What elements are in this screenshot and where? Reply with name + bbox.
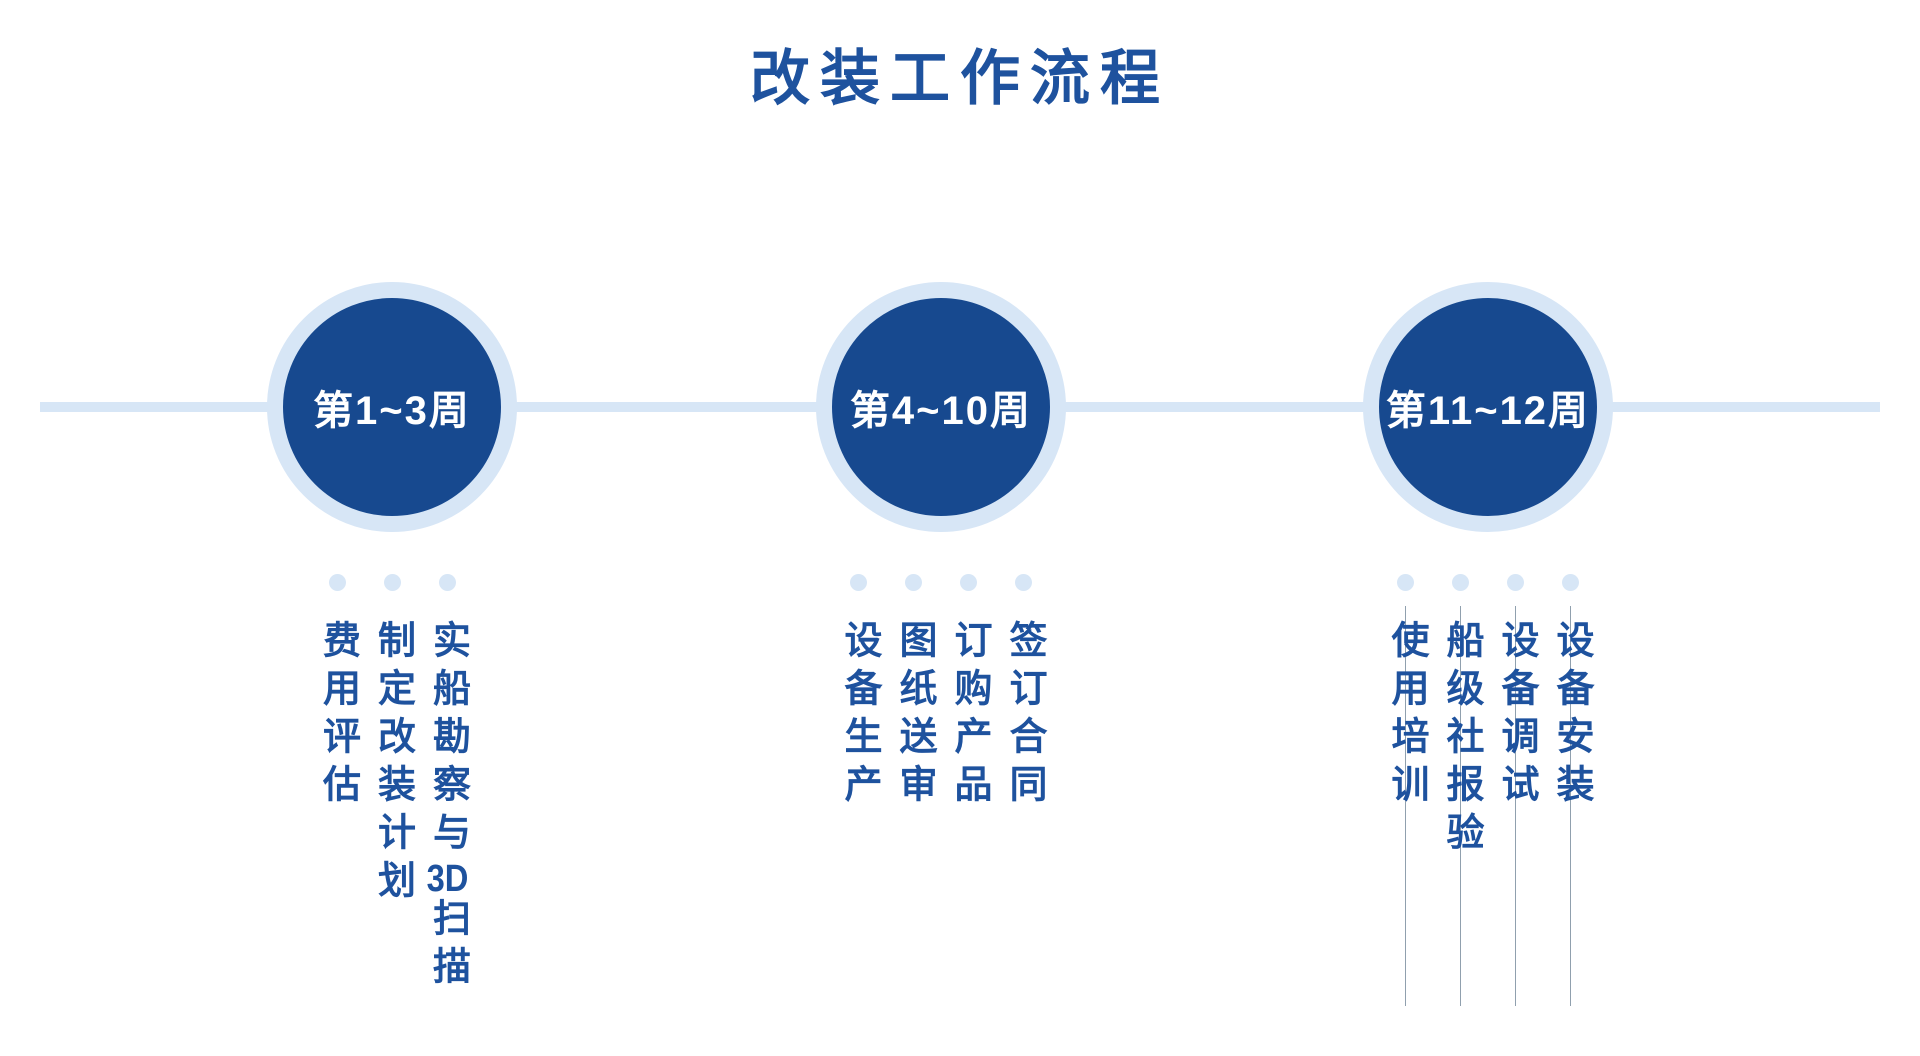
milestone-dot — [1015, 574, 1032, 591]
milestone-group: 第1~3周 实船勘察与3D扫描制定改装计划费用评估 — [242, 282, 542, 1020]
milestone-group: 第4~10周 签订合同订购产品图纸送审设备生产 — [791, 282, 1091, 1020]
milestone-dot — [1452, 574, 1469, 591]
milestone-week-label: 第4~10周 — [849, 389, 1033, 433]
milestone-dot — [328, 574, 346, 591]
milestone-dot — [1562, 574, 1579, 591]
task-label: 实船勘察与3D扫描 — [426, 620, 469, 994]
task-label: 设备安装 — [1543, 606, 1598, 1006]
milestone-dots — [850, 574, 1032, 591]
milestone-dot — [1507, 574, 1524, 591]
task-label: 设备调试 — [1488, 606, 1543, 1006]
milestone-circle: 第4~10周 — [816, 282, 1066, 532]
task-label: 制定改装计划 — [371, 620, 414, 908]
task-label: 图纸送审 — [893, 620, 935, 812]
page-title: 改装工作流程 — [750, 45, 1170, 112]
milestone-tasks: 设备安装设备调试船级社报验使用培训 — [1378, 606, 1598, 1006]
milestone-week-label: 第1~3周 — [313, 389, 471, 433]
milestone-circle: 第1~3周 — [267, 282, 517, 532]
milestone-tasks: 签订合同订购产品图纸送审设备生产 — [831, 620, 1051, 1020]
milestone-dot — [960, 574, 977, 591]
milestone-dot — [905, 574, 922, 591]
task-label: 船级社报验 — [1433, 606, 1488, 1006]
milestone-dot — [438, 574, 456, 591]
task-label: 订购产品 — [948, 620, 990, 812]
task-label: 使用培训 — [1378, 606, 1433, 1006]
task-label: 费用评估 — [316, 620, 359, 812]
task-label: 签订合同 — [1003, 620, 1045, 812]
milestone-dots — [328, 574, 456, 591]
task-label: 设备生产 — [838, 620, 880, 812]
latin-run: 3D — [426, 860, 469, 898]
milestone-circle: 第11~12周 — [1363, 282, 1613, 532]
milestone-tasks: 实船勘察与3D扫描制定改装计划费用评估 — [310, 620, 475, 1020]
milestone-group: 第11~12周 设备安装设备调试船级社报验使用培训 — [1338, 282, 1638, 1006]
milestone-dot — [850, 574, 867, 591]
milestone-dot — [1397, 574, 1414, 591]
milestone-dots — [1397, 574, 1579, 591]
milestone-week-label: 第11~12周 — [1385, 389, 1591, 433]
milestone-dot — [383, 574, 401, 591]
